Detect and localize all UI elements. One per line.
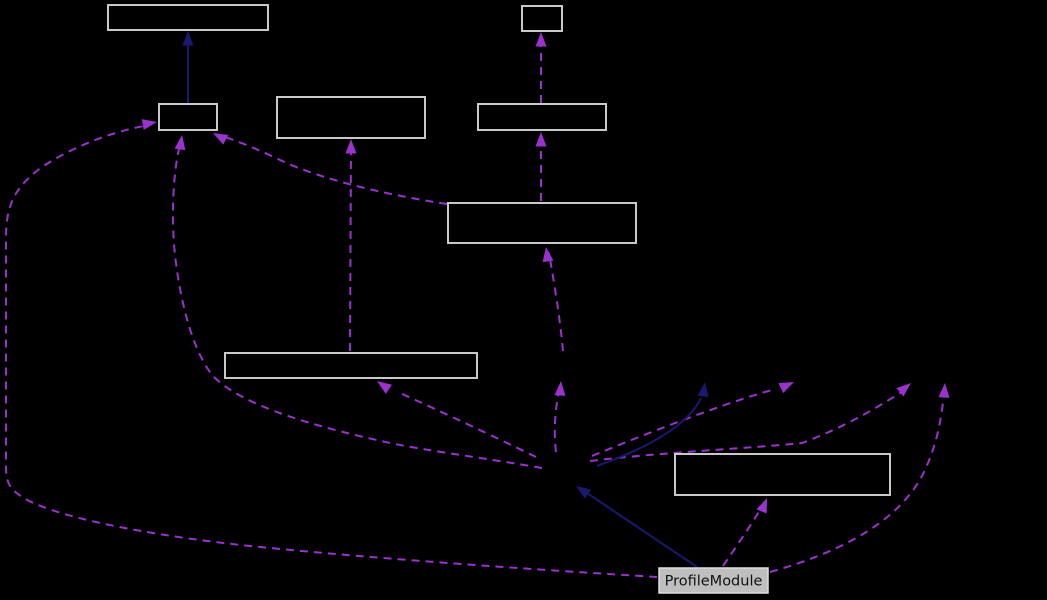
class-node-4[interactable] xyxy=(276,96,426,139)
class-node-8[interactable] xyxy=(674,453,891,496)
arrowhead-main-to-node8 xyxy=(756,498,767,514)
class-node-6[interactable] xyxy=(447,202,637,244)
class-node-3[interactable] xyxy=(158,103,218,131)
arrowhead-node3-to-node1 xyxy=(182,31,194,46)
edge-hub-to-hidden-mid xyxy=(553,385,561,453)
arrowhead-hub-to-node7 xyxy=(377,381,393,394)
arrowhead-hidden-mid-to-node6 xyxy=(542,247,554,263)
main-node-profilemodule[interactable]: ProfileModule xyxy=(658,567,769,594)
nodes-layer xyxy=(107,4,891,496)
edge-node7-to-node4 xyxy=(349,142,352,352)
class-node-2[interactable] xyxy=(521,5,563,32)
edge-hub-to-hidden-top xyxy=(596,397,702,467)
edge-hub-to-node7 xyxy=(399,392,537,458)
edge-main-to-hub xyxy=(580,488,698,568)
arrowhead-node6-to-node5 xyxy=(535,132,547,147)
edge-hidden-mid-to-node6 xyxy=(548,252,564,352)
arrowhead-hub-to-hidden-mid xyxy=(554,381,566,396)
edge-hub-to-hidden-right-1 xyxy=(591,389,773,457)
main-node-label: ProfileModule xyxy=(665,574,763,590)
arrowhead-hub-to-hidden-right-1 xyxy=(778,382,794,394)
main-node-box[interactable] xyxy=(658,567,769,594)
arrowhead-hub-to-hidden-top xyxy=(697,382,709,398)
edge-main-to-node8 xyxy=(722,504,764,567)
arrowhead-node5-to-node2 xyxy=(535,32,547,47)
edge-hub-to-hidden-right-2 xyxy=(589,390,904,462)
arrowhead-hub-to-node3 xyxy=(174,135,186,151)
arrowhead-main-to-node3-left-arc xyxy=(141,119,157,130)
edge-main-to-hidden-far-right xyxy=(769,391,945,573)
class-node-5[interactable] xyxy=(477,103,607,131)
edge-main-to-node3-left-arc xyxy=(5,125,658,578)
arrowhead-main-to-hidden-far-right xyxy=(938,383,950,398)
class-node-7[interactable] xyxy=(224,352,478,379)
arrowhead-node7-to-node4 xyxy=(345,139,357,154)
arrowhead-node6-to-node3 xyxy=(213,133,229,145)
class-node-1[interactable] xyxy=(107,4,269,31)
arrowhead-hub-to-hidden-right-2 xyxy=(896,383,911,397)
arrowhead-main-to-hub xyxy=(576,486,592,499)
edges-layer xyxy=(5,31,950,578)
edge-hub-to-node3 xyxy=(172,140,543,469)
edge-node6-to-node3 xyxy=(224,136,448,205)
